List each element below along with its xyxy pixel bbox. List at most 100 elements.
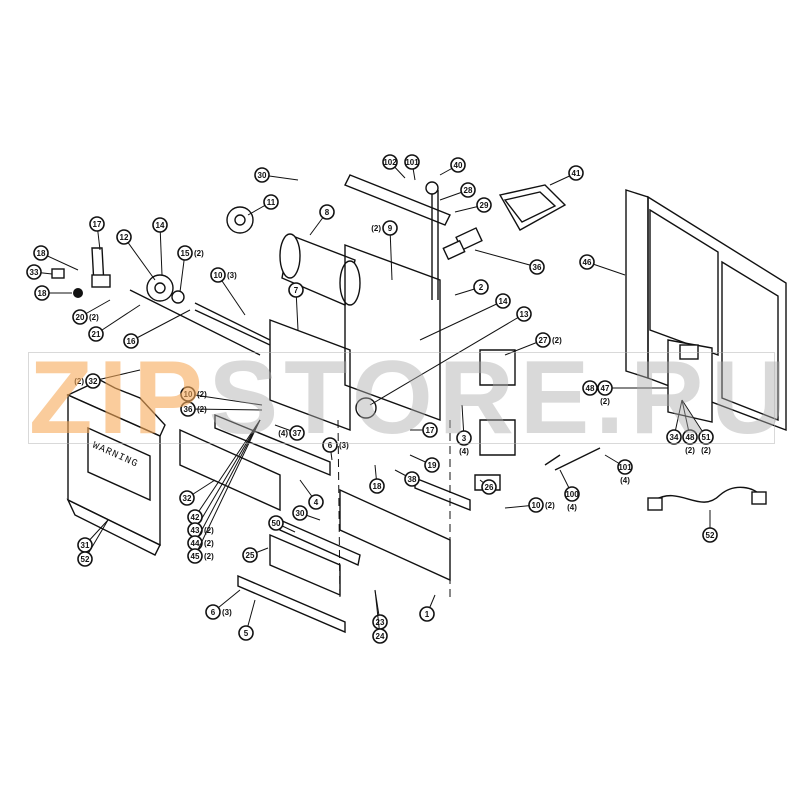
callout-number: 46 [583,258,592,267]
callout-circle [254,167,270,183]
callout-quantity: (2) [204,526,214,535]
callout-number: 52 [706,531,715,540]
callout-circle [210,267,226,283]
callout-28: 28 [439,182,476,201]
callout-circle [476,197,492,213]
callout-number: 101 [618,463,632,472]
callout-number: 34 [670,433,679,442]
callout-circle [152,217,168,233]
callout-12: 12 [116,229,156,281]
callout-number: 45 [191,552,200,561]
leader-line [389,227,393,281]
callout-17: 17 [89,216,105,251]
callout-number: 15 [181,249,190,258]
callout-circle [292,505,308,521]
callout-6: 6(3) [205,589,241,620]
callout-circle [516,306,532,322]
callout-number: 10 [184,390,193,399]
callout-number: 36 [184,405,193,414]
callout-3: 3(4) [456,404,472,456]
callout-38: 38 [394,469,420,487]
callout-circle [528,497,544,513]
callout-number: 47 [601,384,610,393]
callout-circle [123,333,139,349]
callout-quantity: (4) [278,429,288,438]
callout-44: 44(2) [187,419,261,551]
leader-line [474,249,538,268]
callout-number: 1 [425,610,430,619]
callout-number: 18 [38,289,47,298]
callout-circle [33,245,49,261]
callout-number: 42 [191,513,200,522]
callout-50: 50 [268,515,296,533]
callout-27: 27(2) [504,332,562,356]
callout-quantity: (4) [567,503,577,512]
leader-line [194,419,261,518]
callout-11: 11 [247,194,279,216]
callout-circle [180,386,196,402]
callout-number: 24 [376,632,385,641]
callout-1: 1 [419,594,436,622]
callout-circle [179,490,195,506]
callout-number: 32 [183,494,192,503]
callout-19: 19 [409,454,440,473]
callout-41: 41 [549,165,584,186]
callout-45: 45 (2) [187,419,261,564]
callout-circle [682,429,698,445]
callout-13: 13 [369,306,532,406]
callout-31: 31 [77,519,109,553]
leader-line [187,393,263,406]
callout-number: 19 [428,461,437,470]
callout-51: 51(2) [681,399,714,455]
callout-number: 7 [294,286,299,295]
callout-circle [582,380,598,396]
callout-circle [268,515,284,531]
callout-number: 48 [686,433,695,442]
callout-circle [289,425,305,441]
callout-quantity: (4) [459,447,469,456]
callout-number: 10 [532,501,541,510]
callout-number: 6 [211,608,216,617]
callout-29: 29 [454,197,492,213]
callout-circle [205,604,221,620]
callout-number: 100 [565,490,579,499]
callout-37: 37(4) [274,424,305,441]
callout-101: 101(4) [604,454,633,485]
callout-46: 46 [579,254,626,276]
leader-line [194,419,261,557]
callout-10: 10(2) [180,386,263,406]
callout-number: 17 [426,426,435,435]
callout-quantity: (2) [552,336,562,345]
callout-quantity: (2) [204,539,214,548]
ribbon-cable [544,447,767,511]
callout-number: 52 [81,555,90,564]
frame-panel [625,189,787,432]
callout-34: 34 [666,399,683,445]
callout-25: 25 [242,547,269,563]
callout-number: 21 [92,330,101,339]
callout-18: 18 [33,245,79,271]
callout-number: 18 [373,482,382,491]
callout-16: 16 [123,309,191,349]
callout-number: 6 [328,441,333,450]
callout-number: 31 [81,541,90,550]
callout-circle [456,430,472,446]
callout-circle [26,264,42,280]
leader-line [130,309,191,342]
leader-line [92,369,141,382]
callout-36: 36 [474,249,545,275]
callout-circle [404,154,420,170]
leader-line [194,419,261,544]
callout-number: 12 [120,233,129,242]
callout-number: 18 [37,249,46,258]
callout-number: 28 [464,186,473,195]
callout-circle [702,527,718,543]
callout-14: 14 [419,293,511,341]
callout-number: 5 [244,629,249,638]
callout-52: 52 [77,519,109,567]
callout-circle [116,229,132,245]
warning-cover: WARNING [66,379,166,556]
callout-circle [177,245,193,261]
